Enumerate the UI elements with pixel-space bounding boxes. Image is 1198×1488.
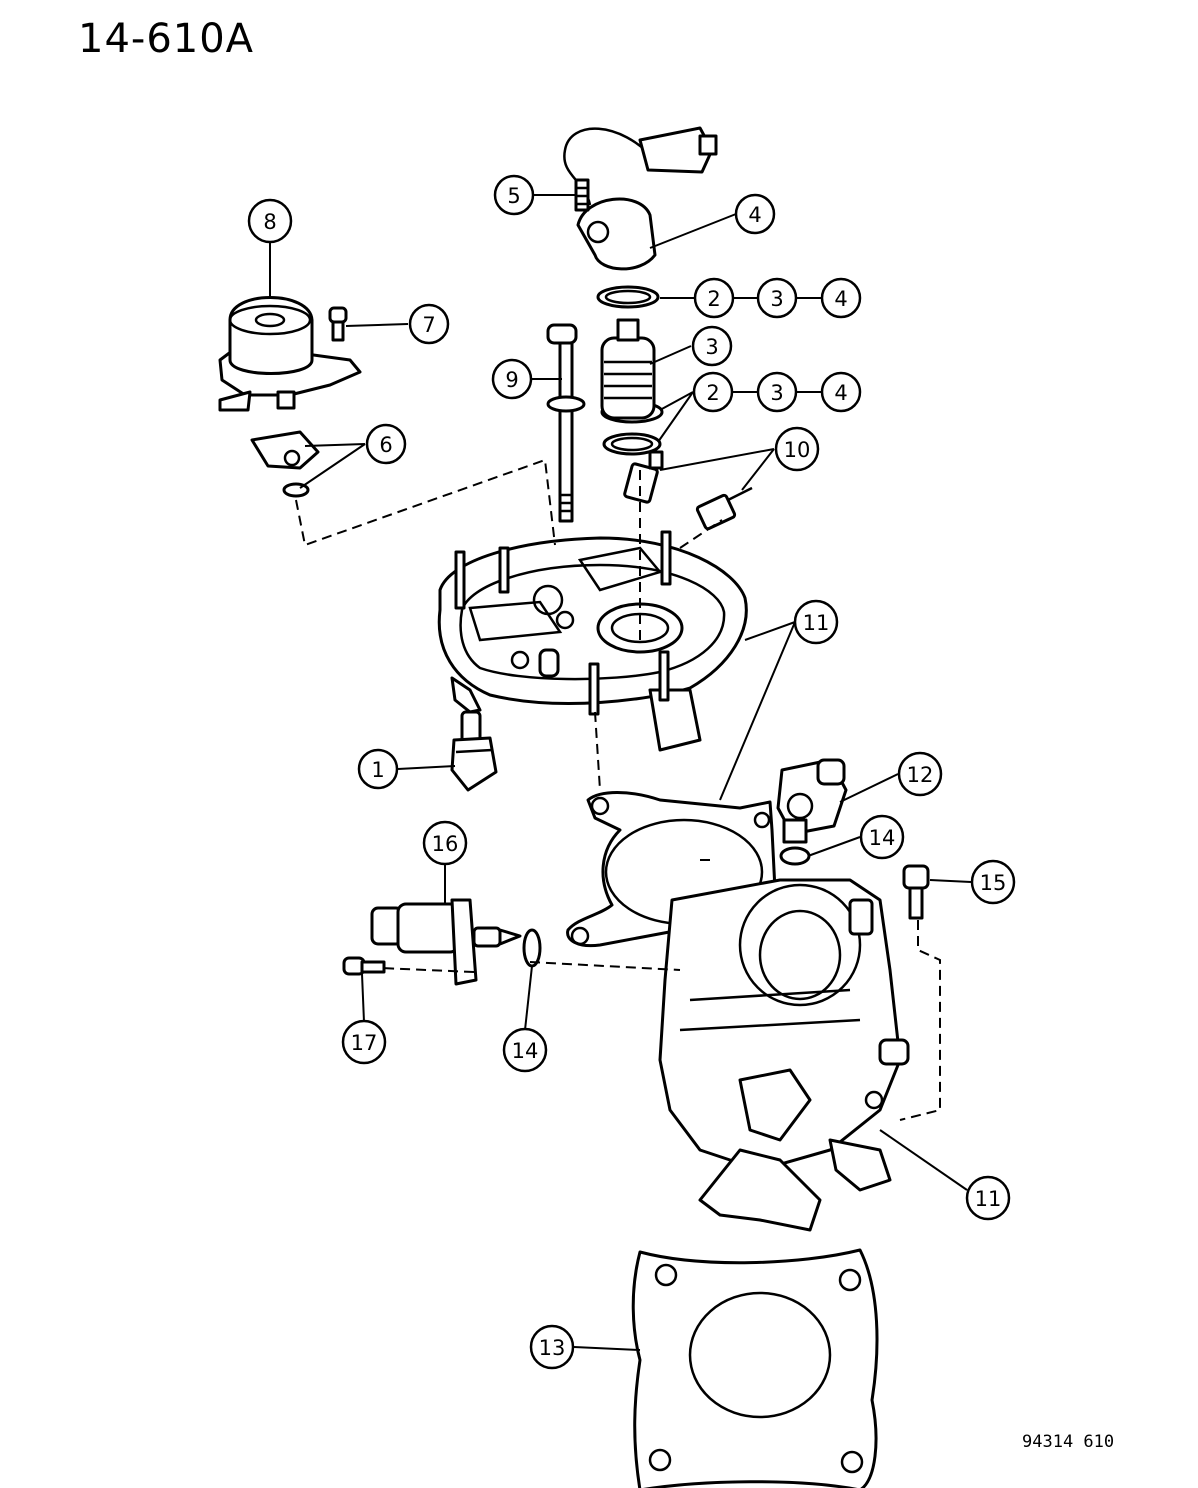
callout-3: 3 (756, 277, 798, 319)
callout-3-label: 3 (705, 335, 718, 359)
part-injector (600, 318, 656, 420)
callout-16-label: 16 (432, 832, 459, 856)
leader-lines (269, 194, 972, 1351)
part-long-bolt (546, 323, 586, 523)
callout-11-label: 11 (975, 1187, 1002, 1211)
callout-10-label: 10 (784, 438, 811, 462)
callout-1: 1 (357, 748, 399, 790)
callout-13: 13 (529, 1324, 575, 1370)
part-gasket-6 (250, 430, 320, 498)
part-sensors-10 (623, 450, 753, 531)
callout-3: 3 (691, 325, 733, 367)
callout-8-label: 8 (263, 210, 276, 234)
callout-6-label: 6 (379, 433, 392, 457)
callout-15-label: 15 (980, 871, 1007, 895)
callout-5: 5 (493, 174, 535, 216)
callout-15: 15 (970, 859, 1016, 905)
part-screw-5 (574, 178, 590, 212)
callout-7: 7 (408, 303, 450, 345)
callout-4: 4 (820, 277, 862, 319)
callout-11: 11 (965, 1175, 1011, 1221)
callout-9-label: 9 (505, 368, 518, 392)
part-base-gasket (631, 1248, 879, 1488)
callout-13-label: 13 (539, 1336, 566, 1360)
callout-7-label: 7 (422, 313, 435, 337)
callout-2-label: 2 (707, 287, 720, 311)
callout-14-label: 14 (869, 826, 896, 850)
part-throttle-body (658, 878, 910, 1232)
part-screw-15 (902, 864, 930, 920)
alignment-lines (295, 458, 941, 1121)
part-fuel-body (437, 530, 748, 752)
callout-11-label: 11 (803, 611, 830, 635)
callout-16: 16 (422, 820, 468, 866)
callout-14: 14 (859, 814, 905, 860)
callout-14-label: 14 (512, 1039, 539, 1063)
callout-4-label: 4 (834, 287, 847, 311)
callout-3: 3 (756, 371, 798, 413)
callout-5-label: 5 (507, 184, 520, 208)
part-connector-12 (776, 758, 848, 844)
callout-4: 4 (820, 371, 862, 413)
mounting-studs (454, 530, 672, 716)
callout-12-label: 12 (907, 763, 934, 787)
callout-8: 8 (247, 198, 293, 244)
callout-2: 2 (693, 277, 735, 319)
callout-9: 9 (491, 358, 533, 400)
part-screw-17 (342, 956, 386, 976)
callout-1-label: 1 (371, 758, 384, 782)
callout-4-label: 4 (748, 203, 761, 227)
callout-17-label: 17 (351, 1031, 378, 1055)
part-tps-sensor (563, 126, 718, 271)
callout-6: 6 (365, 423, 407, 465)
callout-10: 10 (774, 426, 820, 472)
callout-4-label: 4 (834, 381, 847, 405)
callout-2: 2 (692, 371, 734, 413)
callout-4: 4 (734, 193, 776, 235)
callout-11: 11 (793, 599, 839, 645)
part-pressure-regulator (218, 296, 362, 412)
callout-3-label: 3 (770, 381, 783, 405)
figure-code: 94314 610 (1022, 1432, 1115, 1452)
page-title: 14-610A (78, 16, 255, 62)
callout-14: 14 (502, 1027, 548, 1073)
callout-17: 17 (341, 1019, 387, 1065)
callout-2-label: 2 (706, 381, 719, 405)
part-temp-sensor (450, 710, 498, 792)
part-iac-motor (370, 898, 522, 986)
part-screw-7 (328, 306, 348, 342)
callout-3-label: 3 (770, 287, 783, 311)
callout-12: 12 (897, 751, 943, 797)
